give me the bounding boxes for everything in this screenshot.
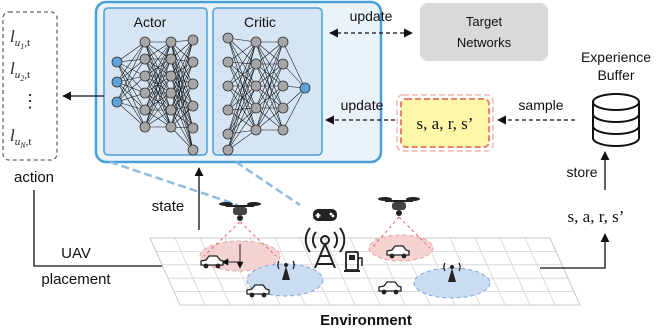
network-node (222, 56, 234, 68)
tuple-right-text: s, a, r, s’ (568, 207, 625, 226)
update-mid-label: update (341, 97, 384, 113)
uav-icon (378, 197, 420, 216)
state-label: state (152, 198, 185, 215)
network-node (165, 87, 177, 99)
tuple-box (400, 98, 490, 148)
network-node (111, 96, 123, 108)
network-node (250, 102, 262, 114)
network-node (111, 76, 123, 88)
network-node (165, 70, 177, 82)
target-networks-line2: Networks (457, 35, 512, 50)
actor-label: Actor (134, 14, 167, 30)
car-icon (246, 284, 270, 298)
action-item-2: lu2,t (10, 59, 30, 83)
network-node (277, 124, 289, 136)
network-node (299, 82, 311, 94)
network-node (222, 144, 234, 156)
network-node (187, 144, 199, 156)
network-node (250, 124, 262, 136)
network-node (222, 128, 234, 140)
actor-neural-net (111, 34, 199, 156)
antenna-icon (443, 262, 461, 282)
network-node (165, 104, 177, 116)
action-label: action (14, 169, 54, 186)
store-label: store (566, 164, 597, 180)
car-icon (200, 255, 224, 269)
zoom-line-left (109, 160, 239, 207)
tuple-box-text: s, a, r, s’ (417, 114, 474, 133)
action-dots: ⋮ (21, 91, 39, 111)
environment-output-arrow (540, 233, 610, 269)
network-node (187, 34, 199, 46)
network-node (277, 80, 289, 92)
network-node (139, 70, 151, 82)
network-node (250, 36, 262, 48)
target-networks-box[interactable] (420, 3, 548, 61)
sample-label: sample (518, 97, 563, 113)
antenna-icon (277, 260, 295, 280)
uav-placement-line1: UAV (61, 245, 91, 262)
network-node (277, 36, 289, 48)
network-node (222, 104, 234, 116)
network-node (139, 87, 151, 99)
action-item-1: lu1,t (10, 27, 30, 51)
base-station-tower-icon (304, 209, 346, 269)
network-node (277, 102, 289, 114)
update-top-label: update (350, 8, 393, 24)
action-item-n: luN,t (10, 126, 31, 150)
network-node (187, 78, 199, 90)
network-node (139, 36, 151, 48)
critic-label: Critic (244, 14, 276, 30)
experience-buffer-line1: Experience (581, 49, 651, 65)
network-node (165, 36, 177, 48)
network-node (250, 80, 262, 92)
network-node (222, 80, 234, 92)
uav-icon (219, 202, 261, 221)
uav-placement-line2: placement (41, 271, 111, 288)
network-node (277, 58, 289, 70)
network-node (165, 53, 177, 65)
car-icon (386, 245, 410, 259)
network-node (139, 121, 151, 133)
network-node (139, 53, 151, 65)
car-icon (378, 281, 402, 295)
coverage-zone-blue-2 (413, 267, 491, 299)
database-icon (592, 93, 640, 147)
network-node (187, 122, 199, 134)
environment-label: Environment (320, 312, 412, 329)
critic-neural-net (222, 32, 311, 156)
network-node (165, 121, 177, 133)
target-networks-line1: Target (466, 14, 503, 29)
network-node (111, 56, 123, 68)
network-node (250, 58, 262, 70)
action-list-box (2, 11, 58, 161)
network-node (139, 104, 151, 116)
critic-network-box (212, 7, 323, 156)
network-node (222, 32, 234, 44)
charging-station-icon (344, 251, 363, 272)
zoom-line-right (235, 160, 301, 207)
network-node (187, 56, 199, 68)
network-node (187, 100, 199, 112)
action-flow-line (33, 190, 179, 271)
experience-buffer-line2: Buffer (597, 67, 634, 83)
